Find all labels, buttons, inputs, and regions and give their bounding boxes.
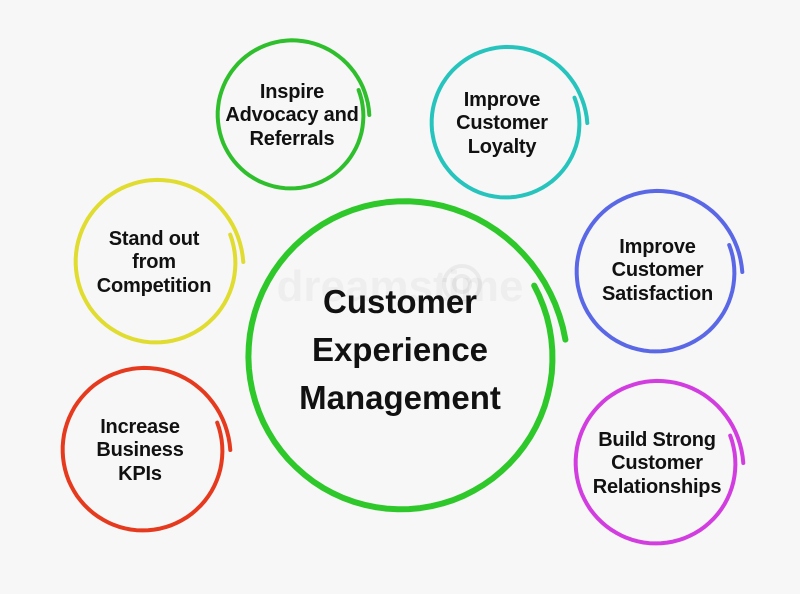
- center-label: Customer Experience Management: [299, 283, 501, 416]
- label-improve-satisfaction: Improve Customer Satisfaction: [602, 235, 713, 305]
- ring-inspire-advocacy: [215, 38, 372, 191]
- label-build-relationships: Build Strong Customer Relationships: [592, 428, 722, 498]
- center-ring: [245, 198, 569, 513]
- label-increase-kpis: Increase Business KPIs: [96, 415, 184, 485]
- label-improve-loyalty: Improve Customer Loyalty: [456, 88, 548, 158]
- ring-build-relationships: [573, 378, 746, 546]
- ring-stand-out: [73, 177, 246, 345]
- label-inspire-advocacy: Inspire Advocacy and Referrals: [225, 80, 359, 150]
- label-stand-out: Stand out from Competition: [96, 227, 212, 297]
- ring-improve-satisfaction: [574, 188, 745, 354]
- ring-increase-kpis: [60, 365, 233, 533]
- ring-improve-loyalty: [429, 44, 590, 200]
- watermark-logo-icon: [442, 264, 482, 304]
